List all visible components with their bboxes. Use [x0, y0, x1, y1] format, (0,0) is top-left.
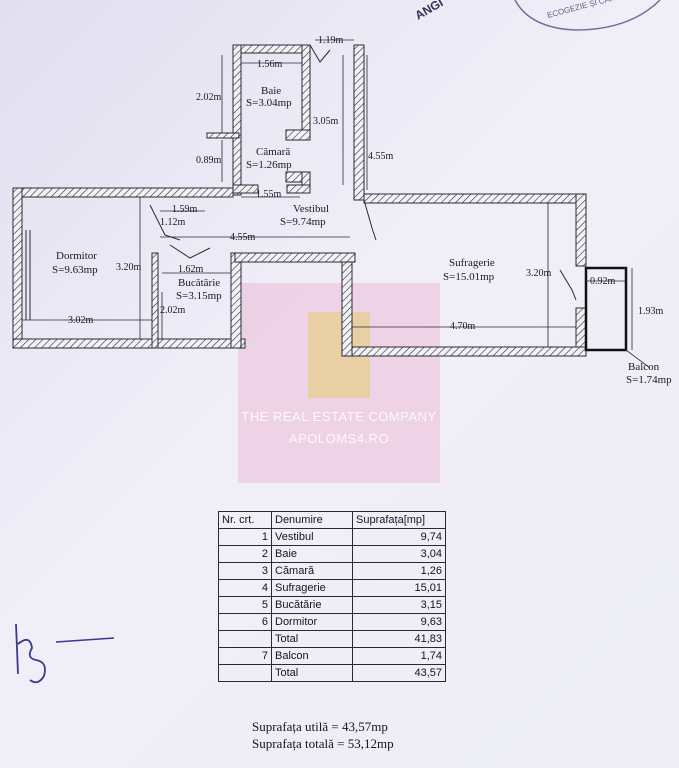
dim-bath-height: 2.02m [196, 92, 222, 103]
svg-text:ANGI: ANGI [413, 0, 446, 23]
room-living-area: S=15.01mp [443, 271, 495, 283]
dim-balcony-height: 1.93m [638, 306, 664, 317]
dim-balcony-width: 0.92m [590, 276, 616, 287]
room-balcony-name: Balcon [628, 361, 660, 373]
row-nr: 4 [218, 579, 272, 597]
dim-entry-width: 1.19m [318, 35, 344, 46]
summary-total-area: Suprafața totală = 53,12mp [252, 736, 394, 751]
stamp-text: ECOGEZIE ȘI CARTOGRAFIE [546, 0, 655, 20]
watermark-site: APOLOMS4.RO [288, 431, 390, 446]
dim-bedroom-height: 3.20m [116, 262, 142, 273]
room-kitchen-area: S=3.15mp [176, 290, 222, 302]
table-row: 2 Baie 3,04 [218, 545, 446, 563]
row-name: Total [271, 630, 353, 648]
row-nr: 1 [218, 528, 272, 546]
watermark-company: THE REAL ESTATE COMPANY [241, 409, 437, 424]
handwritten-signature [15, 623, 115, 684]
row-nr: 6 [218, 613, 272, 631]
row-area: 1,74 [352, 647, 446, 665]
dimension-lines [22, 39, 651, 369]
stamp: ECOGEZIE ȘI CARTOGRAFIE ANGI [413, 0, 661, 31]
dim-corridor-length: 3.05m [313, 116, 339, 127]
row-area: 3,04 [352, 545, 446, 563]
room-balcony-area: S=1.74mp [626, 374, 672, 386]
dim-bath-width: 1.56m [257, 59, 283, 70]
dim-living-width: 4.70m [450, 321, 476, 332]
stamp-word: ANGI [413, 0, 446, 23]
dimension-labels: 1.56m 1.19m 2.02m 0.89m 3.05m 4.55m 1.55… [68, 35, 664, 332]
table-row: Total 41,83 [218, 630, 446, 648]
area-table: Nr. crt. Denumire Suprafața[mp] 1 Vestib… [218, 511, 446, 682]
table-row: Total 43,57 [218, 664, 446, 682]
row-name: Baie [271, 545, 353, 563]
row-name: Vestibul [271, 528, 353, 546]
row-nr: 2 [218, 545, 272, 563]
header-area: Suprafața[mp] [352, 511, 446, 529]
table-row: 5 Bucătărie 3,15 [218, 596, 446, 614]
row-nr [218, 664, 272, 682]
room-hall-area: S=9.74mp [280, 216, 326, 228]
walls [12, 44, 628, 357]
row-area: 15,01 [352, 579, 446, 597]
room-kitchen-name: Bucătărie [178, 277, 220, 289]
header-nr: Nr. crt. [218, 511, 272, 529]
room-bedroom-name: Dormitor [56, 250, 97, 262]
table-row: 6 Dormitor 9,63 [218, 613, 446, 631]
dim-bedroom-width: 3.02m [68, 315, 94, 326]
row-nr: 3 [218, 562, 272, 580]
dim-kitchen-width: 1.62m [178, 264, 204, 275]
dim-corridor-depth: 4.55m [368, 151, 394, 162]
dim-pantry-width: 1.55m [256, 189, 282, 200]
table-row: 4 Sufragerie 15,01 [218, 579, 446, 597]
header-name: Denumire [271, 511, 353, 529]
room-living-name: Sufragerie [449, 257, 495, 269]
row-name: Total [271, 664, 353, 682]
row-area: 41,83 [352, 630, 446, 648]
row-name: Cămară [271, 562, 353, 580]
row-nr: 7 [218, 647, 272, 665]
dim-pantry-height: 0.89m [196, 155, 222, 166]
table-row: 7 Balcon 1,74 [218, 647, 446, 665]
row-name: Bucătărie [271, 596, 353, 614]
row-nr: 5 [218, 596, 272, 614]
row-name: Dormitor [271, 613, 353, 631]
room-bath-name: Baie [261, 85, 281, 97]
svg-text:ECOGEZIE ȘI CARTOGRAFIE: ECOGEZIE ȘI CARTOGRAFIE [546, 0, 655, 20]
dim-hall-a: 1.59m [172, 204, 198, 215]
room-pantry-name: Cămară [256, 146, 290, 158]
row-area: 9,74 [352, 528, 446, 546]
room-bedroom-area: S=9.63mp [52, 264, 98, 276]
room-pantry-area: S=1.26mp [246, 159, 292, 171]
row-name: Sufragerie [271, 579, 353, 597]
room-hall-name: Vestibul [293, 203, 329, 215]
table-header-row: Nr. crt. Denumire Suprafața[mp] [218, 511, 446, 529]
dim-hall-length: 4.55m [230, 232, 256, 243]
row-area: 9,63 [352, 613, 446, 631]
row-area: 43,57 [352, 664, 446, 682]
room-labels: Baie S=3.04mp Cămară S=1.26mp Vestibul S… [52, 85, 672, 386]
row-name: Balcon [271, 647, 353, 665]
summary-useful-area: Suprafața utilă = 43,57mp [252, 719, 388, 734]
dim-kitchen-height: 2.02m [160, 305, 186, 316]
table-row: 3 Cămară 1,26 [218, 562, 446, 580]
row-area: 3,15 [352, 596, 446, 614]
room-bath-area: S=3.04mp [246, 97, 292, 109]
table-row: 1 Vestibul 9,74 [218, 528, 446, 546]
dim-living-height: 3.20m [526, 268, 552, 279]
row-nr [218, 630, 272, 648]
dim-hall-b: 1.12m [160, 217, 186, 228]
row-area: 1,26 [352, 562, 446, 580]
